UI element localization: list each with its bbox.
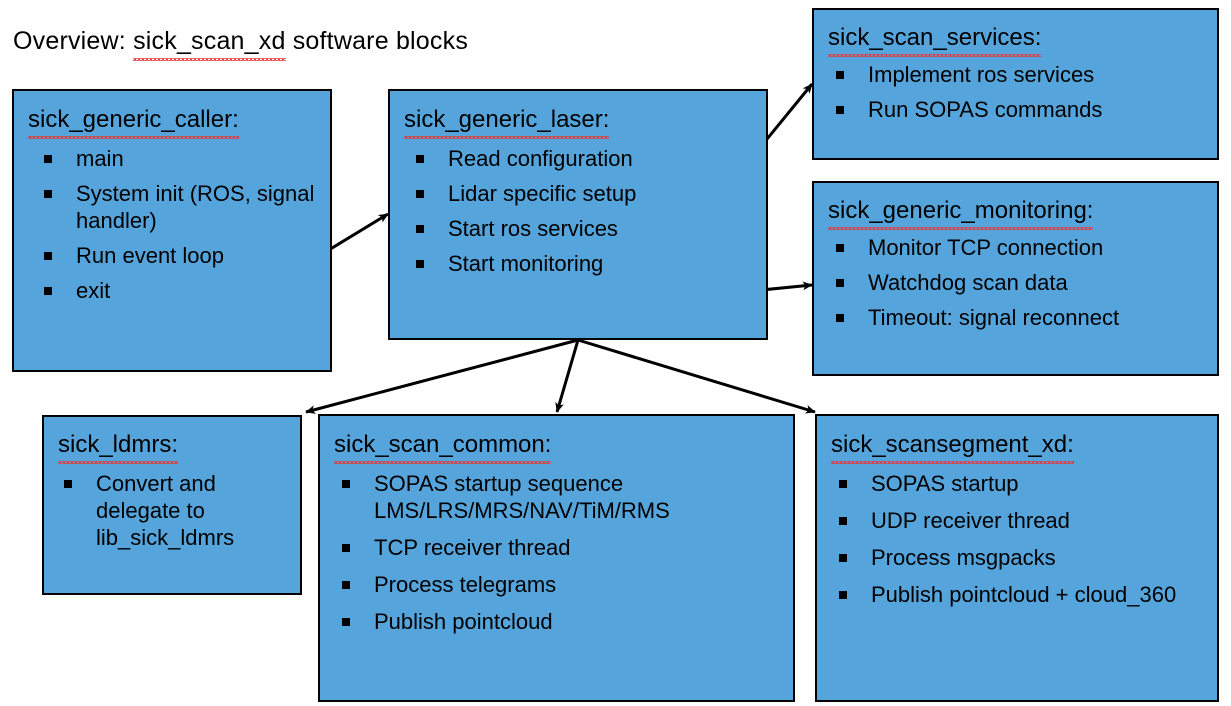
list-item: System init (ROS, signal handler)	[44, 180, 316, 242]
bullet-icon	[342, 581, 350, 589]
bullet-icon	[44, 252, 52, 260]
block-title: sick_generic_monitoring:	[828, 196, 1217, 230]
block-item-list: SOPAS startup UDP receiver thread Proces…	[839, 470, 1211, 618]
block-title: sick_scan_common:	[334, 430, 793, 464]
bullet-icon	[839, 554, 847, 562]
list-item: TCP receiver thread	[342, 534, 782, 571]
block-title-text: sick_generic_monitoring:	[828, 197, 1094, 230]
list-item: Start ros services	[416, 215, 752, 250]
block-sick-scan-services[interactable]: sick_scan_services: Implement ros servic…	[812, 8, 1219, 160]
bullet-icon	[416, 190, 424, 198]
bullet-icon	[836, 71, 844, 79]
bullet-icon	[836, 314, 844, 322]
block-item-list: Read configuration Lidar specific setup …	[416, 145, 752, 285]
bullet-icon	[44, 287, 52, 295]
list-item: Timeout: signal reconnect	[836, 304, 1214, 339]
bullet-icon	[416, 155, 424, 163]
list-item: Run event loop	[44, 242, 316, 277]
list-item: Run SOPAS commands	[836, 96, 1206, 131]
bullet-icon	[839, 591, 847, 599]
bullet-icon	[836, 244, 844, 252]
bullet-icon	[64, 480, 72, 488]
list-item: UDP receiver thread	[839, 507, 1211, 544]
block-title-text: sick_generic_laser:	[404, 106, 610, 139]
bullet-icon	[44, 190, 52, 198]
block-title-text: sick_scansegment_xd:	[831, 431, 1074, 464]
block-sick-generic-caller[interactable]: sick_generic_caller: main System init (R…	[12, 89, 332, 372]
bullet-icon	[44, 155, 52, 163]
block-title-text: sick_scan_common:	[334, 431, 552, 464]
block-title-text: sick_scan_services:	[828, 24, 1042, 57]
bullet-icon	[416, 225, 424, 233]
block-title: sick_generic_laser:	[404, 105, 766, 139]
bullet-icon	[839, 480, 847, 488]
block-sick-generic-monitoring[interactable]: sick_generic_monitoring: Monitor TCP con…	[812, 181, 1219, 376]
list-item: Watchdog scan data	[836, 269, 1214, 304]
title-highlight: sick_scan_xd	[133, 24, 287, 61]
list-item: Start monitoring	[416, 250, 752, 285]
list-item: main	[44, 145, 316, 180]
list-item: Publish pointcloud	[342, 608, 782, 645]
block-item-list: Convert and delegate to lib_sick_ldmrs	[64, 470, 286, 559]
list-item: Process msgpacks	[839, 544, 1211, 581]
block-title-text: sick_generic_caller:	[28, 106, 239, 139]
block-title-text: sick_ldmrs:	[58, 431, 179, 464]
page-title: Overview: sick_scan_xd software blocks	[13, 24, 469, 61]
block-title: sick_generic_caller:	[28, 105, 330, 139]
bullet-icon	[342, 544, 350, 552]
block-title: sick_scan_services:	[828, 23, 1217, 57]
block-sick-scansegment-xd[interactable]: sick_scansegment_xd: SOPAS startup UDP r…	[815, 414, 1219, 702]
title-suffix: software blocks	[285, 27, 469, 55]
block-sick-scan-common[interactable]: sick_scan_common: SOPAS startup sequence…	[318, 414, 795, 702]
list-item: SOPAS startup sequence LMS/LRS/MRS/NAV/T…	[342, 470, 782, 534]
list-item: Monitor TCP connection	[836, 234, 1214, 269]
list-item: Read configuration	[416, 145, 752, 180]
connector-laser-to-ldmrs	[305, 338, 579, 414]
bullet-icon	[342, 618, 350, 626]
list-item: Implement ros services	[836, 61, 1206, 96]
list-item: Convert and delegate to lib_sick_ldmrs	[64, 470, 286, 559]
connector-laser-to-scansegment	[577, 338, 816, 414]
connector-laser-to-common	[555, 339, 580, 413]
block-item-list: SOPAS startup sequence LMS/LRS/MRS/NAV/T…	[342, 470, 782, 645]
bullet-icon	[839, 517, 847, 525]
block-sick-generic-laser[interactable]: sick_generic_laser: Read configuration L…	[388, 89, 768, 340]
bullet-icon	[836, 106, 844, 114]
block-item-list: Implement ros services Run SOPAS command…	[836, 61, 1206, 131]
block-item-list: main System init (ROS, signal handler) R…	[44, 145, 316, 312]
bullet-icon	[342, 480, 350, 488]
block-sick-ldmrs[interactable]: sick_ldmrs: Convert and delegate to lib_…	[42, 415, 302, 595]
bullet-icon	[416, 260, 424, 268]
list-item: SOPAS startup	[839, 470, 1211, 507]
list-item: Process telegrams	[342, 571, 782, 608]
title-prefix: Overview:	[13, 27, 134, 55]
block-item-list: Monitor TCP connection Watchdog scan dat…	[836, 234, 1214, 339]
list-item: Publish pointcloud + cloud_360	[839, 581, 1211, 618]
block-title: sick_ldmrs:	[58, 430, 300, 464]
bullet-icon	[836, 279, 844, 287]
block-title: sick_scansegment_xd:	[831, 430, 1217, 464]
list-item: Lidar specific setup	[416, 180, 752, 215]
list-item: exit	[44, 277, 316, 312]
